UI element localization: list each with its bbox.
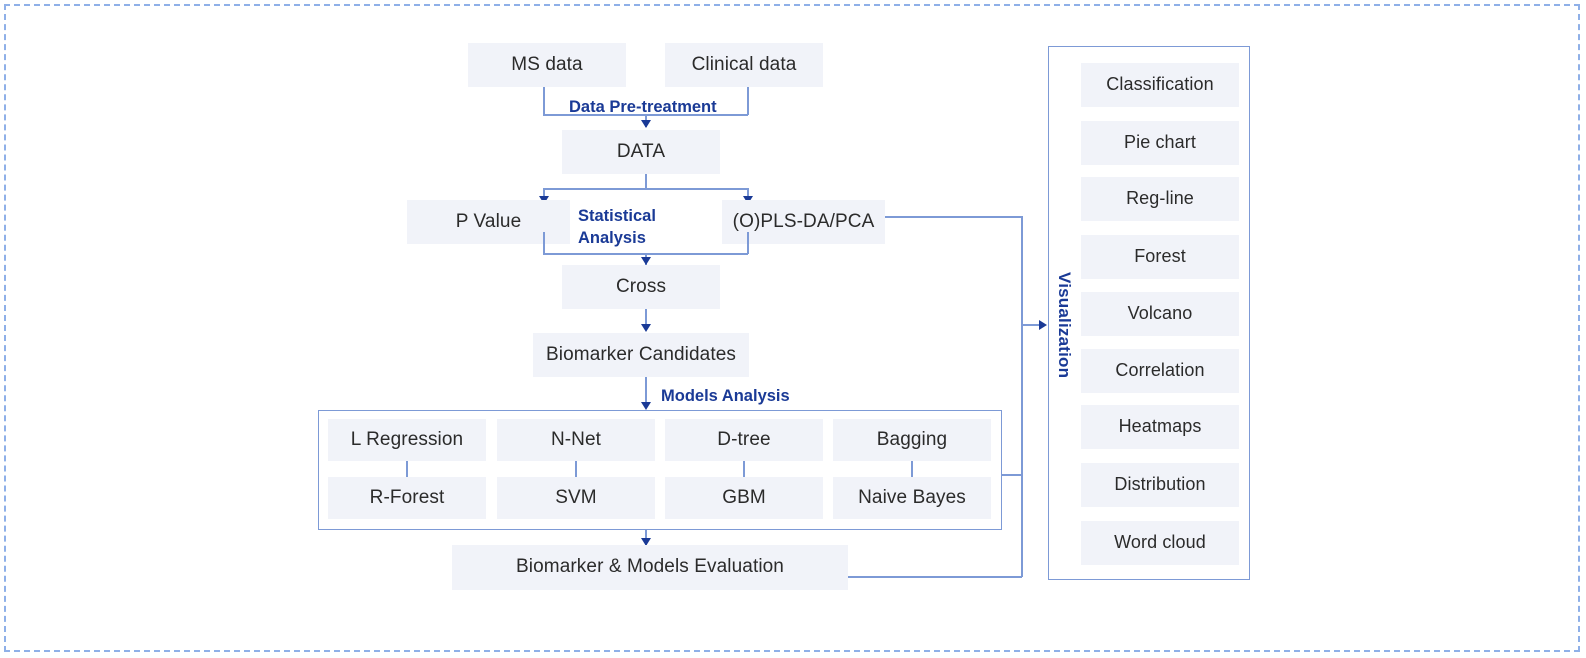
node-label: Forest [1134,246,1186,267]
node-label: Volcano [1127,303,1193,324]
node-label: Classification [1106,74,1214,95]
node-label: Biomarker & Models Evaluation [516,556,784,578]
node-model-n-net: N-Net [497,419,655,461]
node-data: DATA [562,130,720,174]
node-label: MS data [511,53,583,75]
visualization-panel-title: Visualization [1055,272,1074,379]
label-data-pretreatment: Data Pre-treatment [569,98,717,116]
connector-plsda-to-bus [885,216,1022,218]
node-label: GBM [722,486,766,508]
node-label: Heatmaps [1118,416,1202,437]
arrowhead-to-visualization [1039,320,1047,330]
node-vis-pie-chart: Pie chart [1081,121,1239,165]
connector-data-down [645,174,647,189]
models-panel [318,410,1002,530]
connector-model-col4 [911,461,913,477]
connector-candidates-down [645,377,647,405]
node-vis-word-cloud: Word cloud [1081,521,1239,565]
connector-to-plsda [747,188,749,202]
connector-evaluation-to-bus [848,576,1022,578]
node-label: Pie chart [1124,132,1196,153]
node-cross: Cross [562,265,720,309]
connector-model-col1 [406,461,408,477]
arrowhead-to-candidates [641,324,651,332]
node-label: Naive Bayes [858,486,966,508]
connector-models-to-bus [1001,474,1022,476]
connector-cross-down [645,309,647,326]
node-vis-classification: Classification [1081,63,1239,107]
visualization-panel [1048,46,1250,580]
label-statistical-analysis: Statistical Analysis [578,207,656,248]
node-label: D-tree [717,428,771,450]
connector-msdata-down [543,87,545,115]
node-label: Cross [615,275,667,297]
node-model-naive-bayes: Naive Bayes [833,477,991,519]
node-model-r-forest: R-Forest [328,477,486,519]
node-model-gbm: GBM [665,477,823,519]
node-plsda-pca: (O)PLS-DA/PCA [722,200,885,244]
node-label: SVM [555,486,597,508]
node-vis-heatmaps: Heatmaps [1081,405,1239,449]
node-vis-correlation: Correlation [1081,349,1239,393]
node-label: Correlation [1115,360,1205,381]
connector-models-to-evaluation [645,530,647,545]
node-label: L Regression [350,428,464,450]
node-label: DATA [616,140,666,162]
node-label: Reg-line [1126,188,1194,209]
node-model-d-tree: D-tree [665,419,823,461]
node-model-bagging: Bagging [833,419,991,461]
node-label: Word cloud [1114,532,1206,553]
node-model-svm: SVM [497,477,655,519]
node-p-value: P Value [407,200,570,244]
connector-pvalue-down [543,232,545,254]
node-clinical-data: Clinical data [665,43,823,87]
node-biomarker-models-evaluation: Biomarker & Models Evaluation [452,545,848,590]
node-label: N-Net [550,428,602,450]
connector-model-col3 [743,461,745,477]
arrowhead-to-cross [641,257,651,265]
node-label: Biomarker Candidates [546,343,736,365]
arrowhead-to-data [641,120,651,128]
node-vis-volcano: Volcano [1081,292,1239,336]
node-model-l-regression: L Regression [328,419,486,461]
node-label: Clinical data [691,53,797,75]
arrowhead-to-evaluation [641,538,651,546]
node-vis-reg-line: Reg-line [1081,177,1239,221]
node-biomarker-candidates: Biomarker Candidates [533,333,749,377]
node-label: Bagging [876,428,948,450]
label-models-analysis: Models Analysis [661,387,790,405]
node-vis-forest: Forest [1081,235,1239,279]
node-label: Distribution [1114,474,1206,495]
node-vis-distribution: Distribution [1081,463,1239,507]
connector-model-col2 [575,461,577,477]
node-label: (O)PLS-DA/PCA [732,210,875,232]
connector-bus-to-visualization [1021,324,1045,326]
node-label: R-Forest [369,486,445,508]
connector-vertical-bus [1021,216,1023,577]
connector-plsda-down [747,232,749,254]
connector-clinical-down [747,87,749,115]
node-ms-data: MS data [468,43,626,87]
connector-split-bar [543,188,748,190]
node-label: P Value [455,210,522,232]
connector-to-pvalue [543,188,545,202]
arrowhead-to-models [641,402,651,410]
